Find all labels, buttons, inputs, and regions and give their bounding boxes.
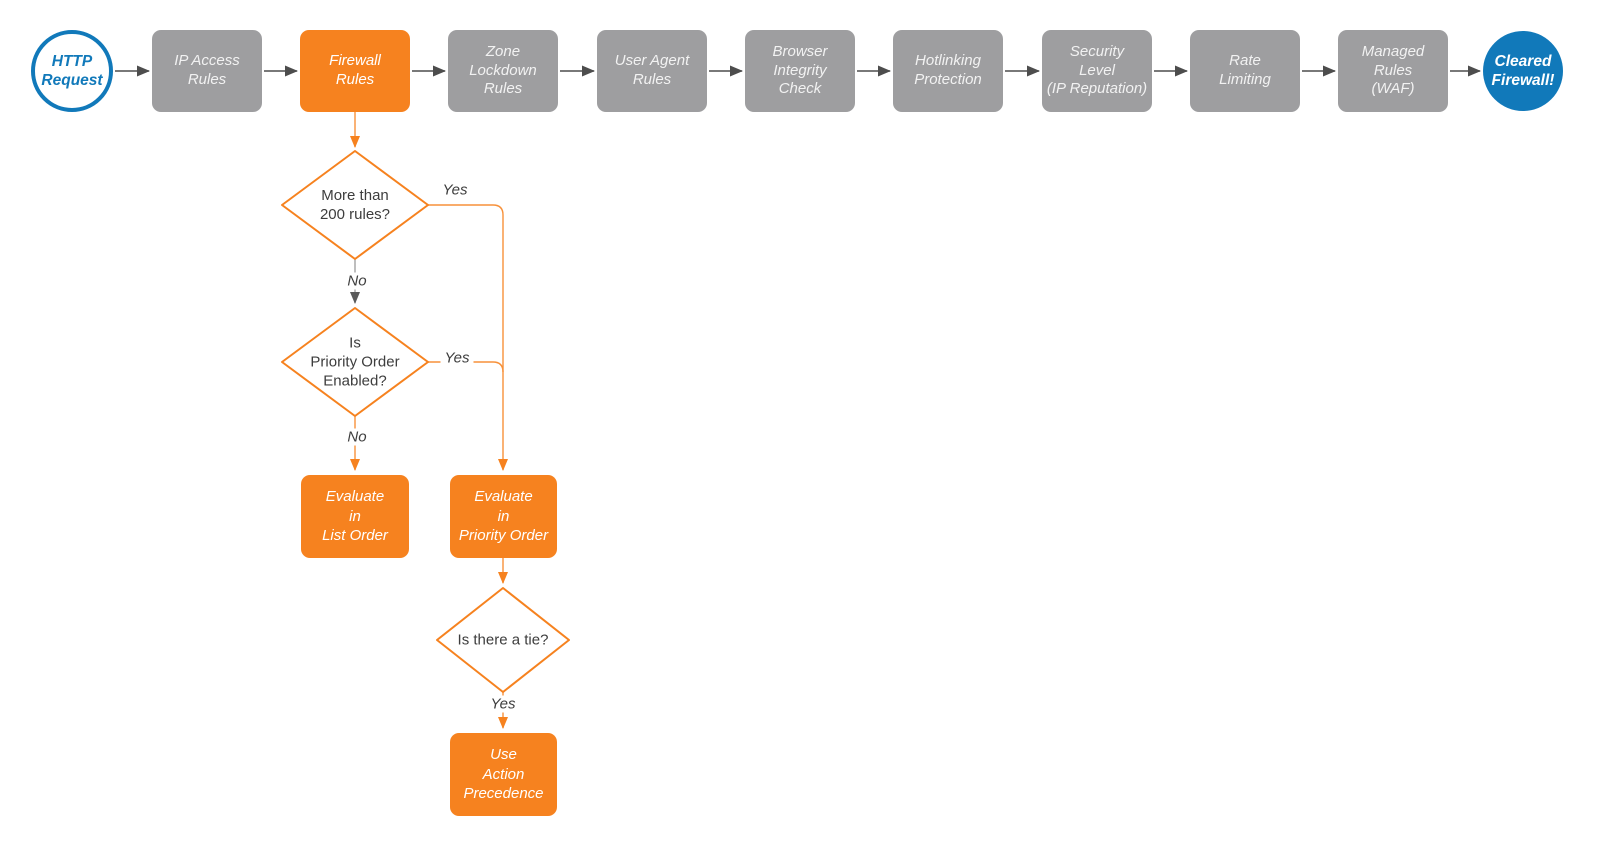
node-evaluate-in-list-order-label: Evaluate in List Order (322, 488, 388, 545)
node-evaluate-in-priority-order-label: Evaluate in Priority Order (458, 488, 549, 545)
node-security-level-label: Security Level (IP Reputation) (1046, 42, 1148, 98)
node-user-agent-rules: User Agent Rules (597, 30, 707, 112)
decision-is-there-a-tie-shape (436, 587, 570, 693)
node-ip-access-rules-label: IP Access Rules (174, 52, 240, 88)
node-use-action-precedence-label: Use Action Precedence (463, 746, 544, 803)
edge-label-d1-no: No (343, 272, 371, 290)
decision-priority-order-enabled-shape (281, 307, 429, 417)
node-browser-integrity-check: Browser Integrity Check (745, 30, 855, 112)
node-use-action-precedence: Use Action Precedence (450, 733, 557, 816)
edge-label-d2-yes: Yes (440, 349, 474, 367)
node-evaluate-in-priority-order: Evaluate in Priority Order (450, 475, 557, 558)
node-managed-rules-waf: Managed Rules (WAF) (1338, 30, 1448, 112)
node-http-request-label: HTTP Request (41, 52, 103, 89)
decision-more-than-200-rules-shape (281, 150, 429, 260)
node-zone-lockdown-rules-label: Zone Lockdown Rules (469, 42, 537, 98)
node-security-level: Security Level (IP Reputation) (1042, 30, 1152, 112)
edge-label-d3-yes: Yes (486, 695, 520, 713)
edge-label-d2-no: No (343, 428, 371, 446)
edge-d2-yes-merge (428, 361, 504, 373)
decision-more-than-200-rules-label: More than 200 rules? (319, 186, 391, 223)
node-hotlinking-protection-label: Hotlinking Protection (914, 52, 982, 88)
node-zone-lockdown-rules: Zone Lockdown Rules (448, 30, 558, 112)
node-firewall-rules-label: Firewall Rules (329, 52, 381, 88)
node-rate-limiting: Rate Limiting (1190, 30, 1300, 112)
node-cleared-firewall: Cleared Firewall! (1483, 31, 1563, 111)
node-user-agent-rules-label: User Agent Rules (614, 52, 690, 88)
node-http-request: HTTP Request (31, 30, 113, 112)
decision-is-there-a-tie-label: Is there a tie? (457, 631, 549, 649)
node-ip-access-rules: IP Access Rules (152, 30, 262, 112)
node-rate-limiting-label: Rate Limiting (1219, 52, 1271, 88)
decision-priority-order-enabled-label: Is Priority Order Enabled? (310, 334, 400, 390)
node-firewall-rules: Firewall Rules (300, 30, 410, 112)
node-managed-rules-waf-label: Managed Rules (WAF) (1361, 42, 1425, 98)
node-evaluate-in-list-order: Evaluate in List Order (301, 475, 409, 558)
edge-label-d1-yes: Yes (438, 181, 472, 199)
edge-d1-yes (428, 204, 508, 471)
node-cleared-firewall-label: Cleared Firewall! (1491, 52, 1555, 89)
node-browser-integrity-check-label: Browser Integrity Check (772, 42, 828, 98)
node-hotlinking-protection: Hotlinking Protection (893, 30, 1003, 112)
